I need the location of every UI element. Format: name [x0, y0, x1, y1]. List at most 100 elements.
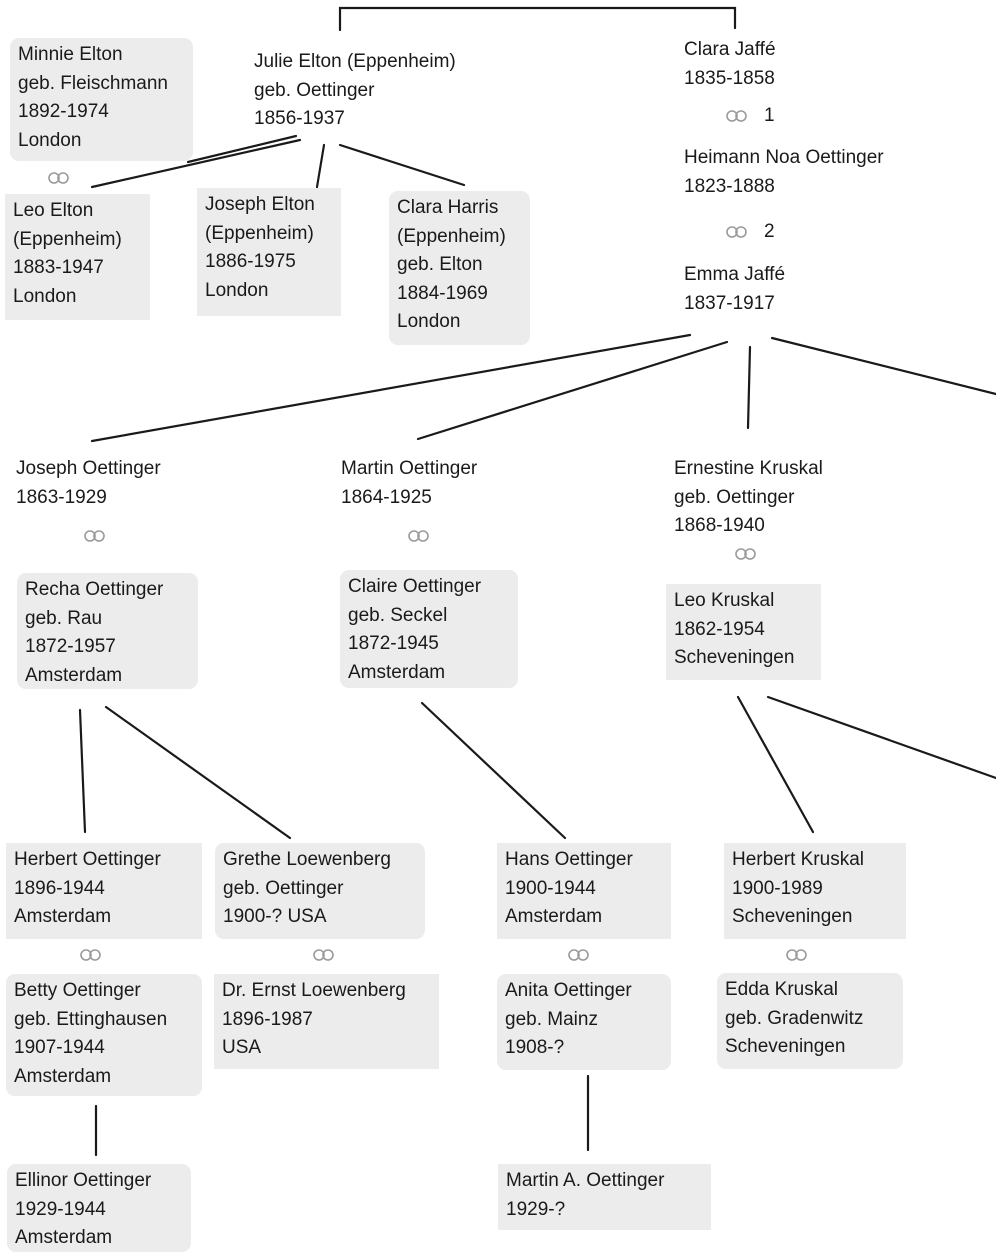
wedding-rings-icon: [786, 949, 807, 961]
person-dates: 1896-1987: [222, 1008, 313, 1030]
marriage-marker-herbert-betty: [74, 948, 108, 962]
marriage-marker-martin-claire: [402, 529, 436, 543]
person-clara-harris: Clara Harris (Eppenheim) geb. Elton 1884…: [389, 191, 530, 345]
marriage-number: 1: [764, 105, 775, 126]
marriage-number: 2: [764, 221, 775, 242]
person-dates: 1872-1957: [25, 636, 116, 657]
wedding-rings-icon: [48, 172, 69, 184]
person-dates: 1823-1888: [684, 175, 775, 197]
marriage-marker-grethe-ernst: [307, 948, 341, 962]
person-name: Joseph Elton: [205, 194, 315, 215]
person-name: Heimann Noa Oettinger: [684, 147, 884, 168]
line-claire-hans: [420, 701, 567, 840]
person-dates: 1884-1969: [397, 282, 488, 304]
person-dates: 1868-1940: [674, 515, 765, 536]
person-name: Betty Oettinger: [14, 980, 141, 1001]
person-place: Amsterdam: [14, 1065, 112, 1087]
person-clara-jaffe: Clara Jaffé 1835-1858: [676, 33, 784, 96]
person-dates-place: 1900-? USA: [223, 906, 327, 927]
person-edda-kruskal: Edda Kruskal geb. Gradenwitz Scheveninge…: [717, 973, 903, 1069]
person-anita-oettinger: Anita Oettinger geb. Mainz 1908-?: [497, 974, 671, 1070]
line-recha-grethe: [104, 705, 292, 840]
line-julie-minnie: [186, 134, 298, 164]
person-place: USA: [222, 1037, 262, 1058]
line-emma-ernestine: [746, 345, 752, 430]
person-birth-name: (Eppenheim): [13, 228, 122, 250]
person-name: Grethe Loewenberg: [223, 849, 391, 870]
wedding-rings-icon: [84, 530, 105, 542]
person-herbert-kruskal: Herbert Kruskal 1900-1989 Scheveningen: [724, 843, 906, 939]
person-name: Leo Elton: [13, 200, 94, 221]
person-name: Clara Harris: [397, 197, 499, 218]
person-dates: 1872-1945: [348, 633, 439, 654]
person-dates: 1837-1917: [684, 292, 775, 314]
person-birth-name: geb. Oettinger: [254, 79, 375, 101]
person-birth-name: geb. Mainz: [505, 1008, 598, 1030]
wedding-rings-icon: [726, 110, 747, 122]
person-herbert-oettinger: Herbert Oettinger 1896-1944 Amsterdam: [6, 843, 202, 939]
wedding-rings-icon: [80, 949, 101, 961]
person-dates: 1907-1944: [14, 1037, 105, 1058]
person-dates: 1900-1944: [505, 877, 596, 899]
person-married-name: geb. Elton: [397, 254, 483, 275]
person-birth-name: geb. Ettinghausen: [14, 1008, 168, 1030]
person-ernst-loewenberg: Dr. Ernst Loewenberg 1896-1987 USA: [214, 974, 439, 1069]
top-bracket-line: [338, 6, 737, 32]
person-julie-elton: Julie Elton (Eppenheim) geb. Oettinger 1…: [246, 45, 464, 137]
person-name: Claire Oettinger: [348, 576, 482, 597]
person-dates: 1835-1858: [684, 67, 775, 89]
person-name: Emma Jaffé: [684, 264, 786, 285]
person-recha-oettinger: Recha Oettinger geb. Rau 1872-1957 Amste…: [17, 573, 198, 689]
line-julie-joseph: [315, 143, 326, 189]
person-birth-name: geb. Fleischmann: [18, 72, 168, 94]
person-dates: 1883-1947: [13, 257, 104, 278]
person-name: Martin Oettinger: [341, 458, 478, 479]
marriage-marker-ernestine-leo: [729, 547, 763, 561]
person-place: Amsterdam: [25, 664, 123, 686]
person-birth-name: geb. Oettinger: [223, 877, 344, 899]
person-name: Herbert Kruskal: [732, 849, 864, 870]
person-joseph-elton: Joseph Elton (Eppenheim) 1886-1975 Londo…: [197, 188, 341, 316]
wedding-rings-icon: [735, 548, 756, 560]
line-emma-martin: [416, 340, 729, 441]
wedding-rings-icon: [726, 226, 747, 238]
person-name: Clara Jaffé: [684, 39, 776, 60]
person-leo-kruskal: Leo Kruskal 1862-1954 Scheveningen: [666, 584, 821, 680]
person-dates: 1886-1975: [205, 251, 296, 272]
person-name: Edda Kruskal: [725, 979, 839, 1000]
line-julie-clara: [338, 143, 466, 187]
person-dates: 1862-1954: [674, 618, 765, 640]
wedding-rings-icon: [313, 949, 334, 961]
person-name: Ellinor Oettinger: [15, 1170, 152, 1191]
person-betty-oettinger: Betty Oettinger geb. Ettinghausen 1907-1…: [6, 974, 202, 1096]
line-julie-leo: [90, 138, 302, 189]
line-emma-offpage: [770, 336, 996, 396]
person-birth-name: geb. Rau: [25, 607, 103, 629]
person-place: Amsterdam: [505, 906, 603, 927]
person-grethe-loewenberg: Grethe Loewenberg geb. Oettinger 1900-? …: [215, 843, 425, 939]
marriage-marker-hans-anita: [562, 948, 596, 962]
wedding-rings-icon: [568, 949, 589, 961]
person-dates: 1863-1929: [16, 486, 107, 508]
person-emma-jaffe: Emma Jaffé 1837-1917: [676, 258, 793, 321]
person-place: London: [18, 129, 82, 151]
person-dates: 1929-?: [506, 1198, 566, 1220]
person-ellinor-oettinger: Ellinor Oettinger 1929-1944 Amsterdam: [7, 1164, 191, 1252]
marriage-marker-leo-minnie: [42, 171, 76, 185]
person-dates: 1929-1944: [15, 1198, 106, 1220]
person-dates: 1856-1937: [254, 108, 345, 129]
person-martin-a-oettinger: Martin A. Oettinger 1929-?: [498, 1164, 711, 1230]
line-leo-offpage: [766, 695, 996, 780]
person-birth-name: geb. Gradenwitz: [725, 1007, 864, 1029]
wedding-rings-icon: [408, 530, 429, 542]
person-place: Scheveningen: [732, 906, 853, 927]
person-claire-oettinger: Claire Oettinger geb. Seckel 1872-1945 A…: [340, 570, 518, 688]
marriage-marker-2: 2: [720, 221, 775, 243]
line-leo-herbert: [736, 695, 815, 834]
person-name: Martin A. Oettinger: [506, 1170, 665, 1191]
person-dates: 1864-1925: [341, 486, 432, 508]
person-name: Recha Oettinger: [25, 579, 164, 600]
person-place: London: [13, 285, 77, 307]
person-name: Herbert Oettinger: [14, 849, 161, 870]
person-dates: 1900-1989: [732, 877, 823, 899]
